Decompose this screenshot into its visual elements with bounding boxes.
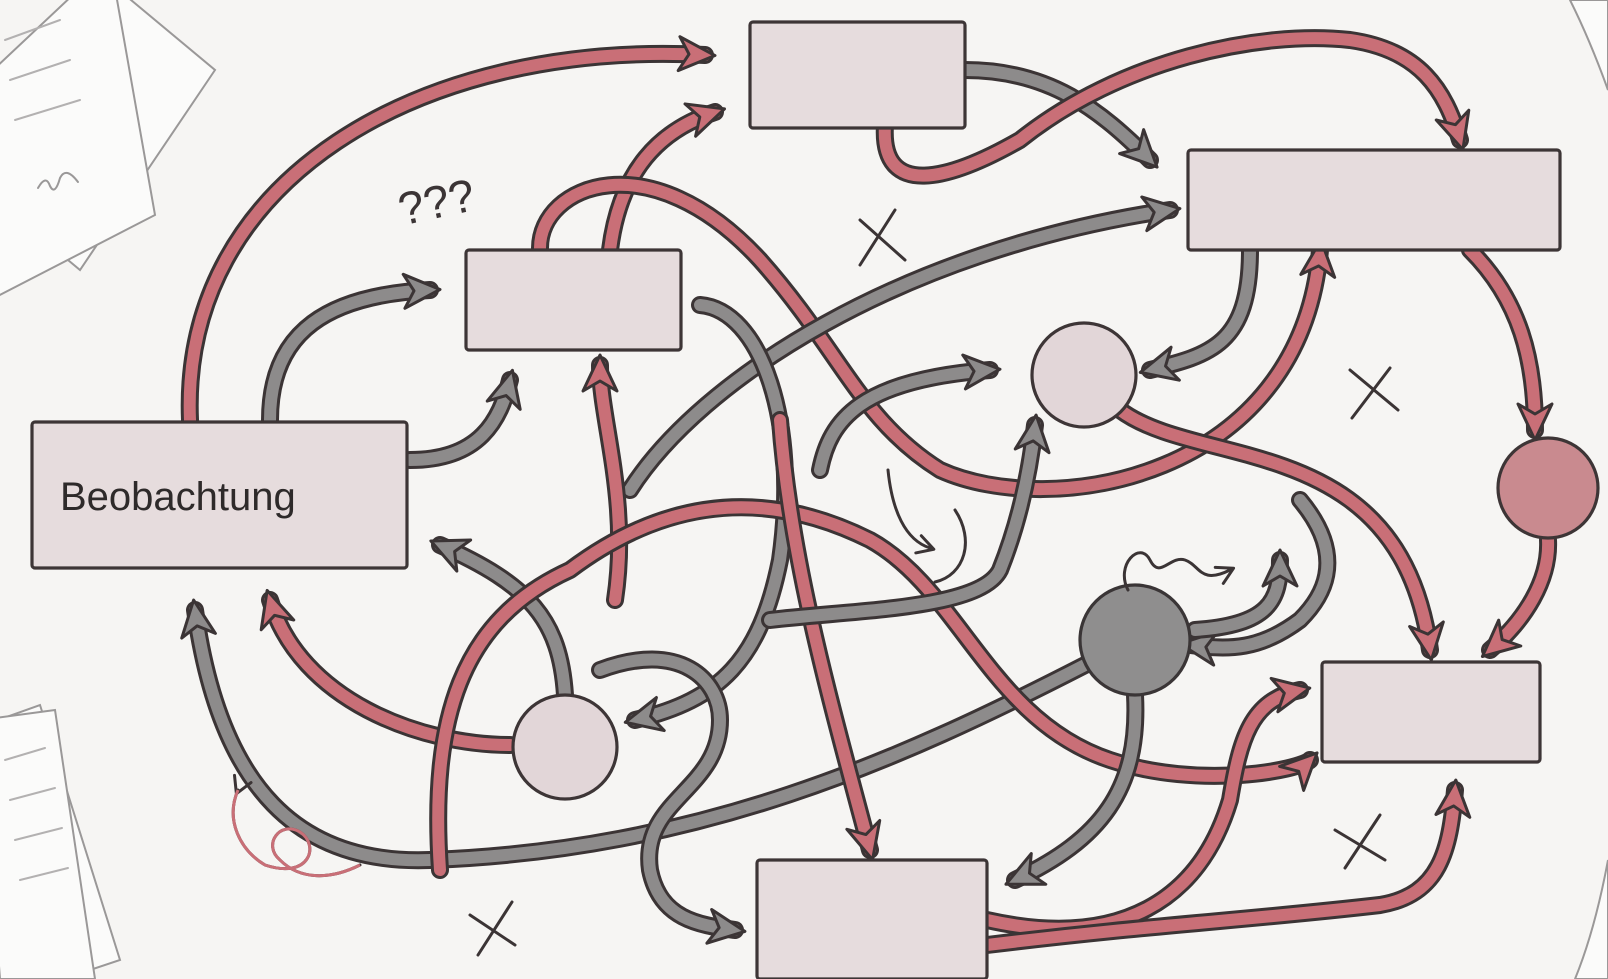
gray-arrow bbox=[1186, 548, 1299, 639]
gray-arrow bbox=[811, 353, 1002, 479]
mid-top-box bbox=[464, 248, 683, 352]
light-node-lower bbox=[511, 693, 619, 801]
dark-node bbox=[1078, 583, 1192, 697]
x-mark-icon bbox=[1333, 813, 1387, 870]
gray-arrow bbox=[621, 195, 1182, 499]
x-mark-icon bbox=[1348, 366, 1400, 420]
gray-arrow bbox=[1178, 491, 1337, 667]
red-arrow bbox=[1111, 401, 1445, 662]
paper-sheet-icon bbox=[1568, 0, 1608, 91]
gray-arrow bbox=[1138, 241, 1259, 382]
x-mark-icon bbox=[858, 208, 907, 267]
red-arrow bbox=[601, 102, 727, 259]
bottom-box bbox=[755, 858, 989, 979]
start-box bbox=[30, 420, 409, 570]
arrow-layer bbox=[180, 29, 1558, 954]
gray-arrow bbox=[180, 598, 1094, 870]
top-box bbox=[748, 20, 967, 130]
curly-arrow-icon bbox=[886, 468, 967, 584]
red-arrow bbox=[259, 588, 519, 754]
right-bottom-box bbox=[1320, 660, 1542, 764]
gray-arrow bbox=[1004, 686, 1145, 889]
gray-arrow bbox=[261, 272, 442, 429]
red-arrow bbox=[581, 353, 629, 609]
red-arrow bbox=[875, 29, 1471, 185]
gray-arrow bbox=[591, 650, 747, 945]
red-arrow bbox=[771, 411, 882, 862]
top-right-box bbox=[1186, 148, 1562, 252]
start-box-label: Beobachtung bbox=[60, 475, 296, 519]
confusion-marks: ??? bbox=[394, 168, 480, 235]
red-arrow bbox=[429, 498, 1319, 879]
red-arrow bbox=[180, 35, 717, 429]
gray-arrow bbox=[401, 368, 522, 469]
light-node-upper bbox=[1030, 321, 1138, 429]
red-node bbox=[1496, 436, 1600, 540]
curly-arrow-icon bbox=[1122, 551, 1236, 592]
red-arrow bbox=[1480, 531, 1558, 659]
loop-icon bbox=[231, 773, 362, 878]
red-arrow bbox=[978, 778, 1472, 954]
gray-arrow bbox=[761, 413, 1051, 629]
paper-sheet-icon bbox=[0, 0, 217, 296]
paper-sheet-icon bbox=[0, 703, 122, 979]
red-arrow bbox=[1461, 241, 1554, 442]
paper-sheet-icon bbox=[1573, 859, 1608, 979]
gray-arrow bbox=[429, 536, 574, 704]
x-mark-icon bbox=[468, 900, 517, 957]
